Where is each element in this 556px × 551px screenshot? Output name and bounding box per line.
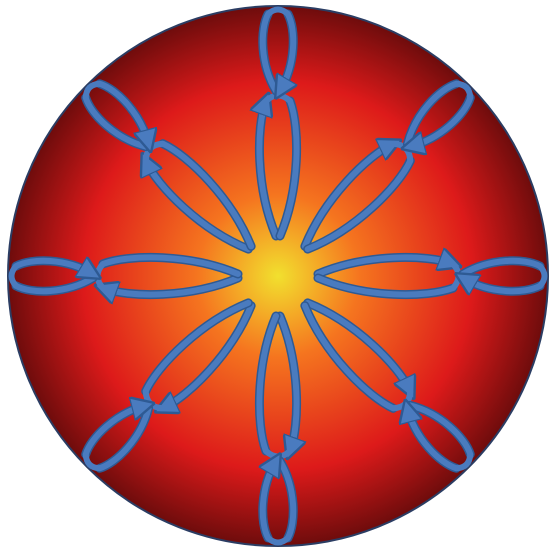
convection-cell-diagram (0, 0, 556, 551)
